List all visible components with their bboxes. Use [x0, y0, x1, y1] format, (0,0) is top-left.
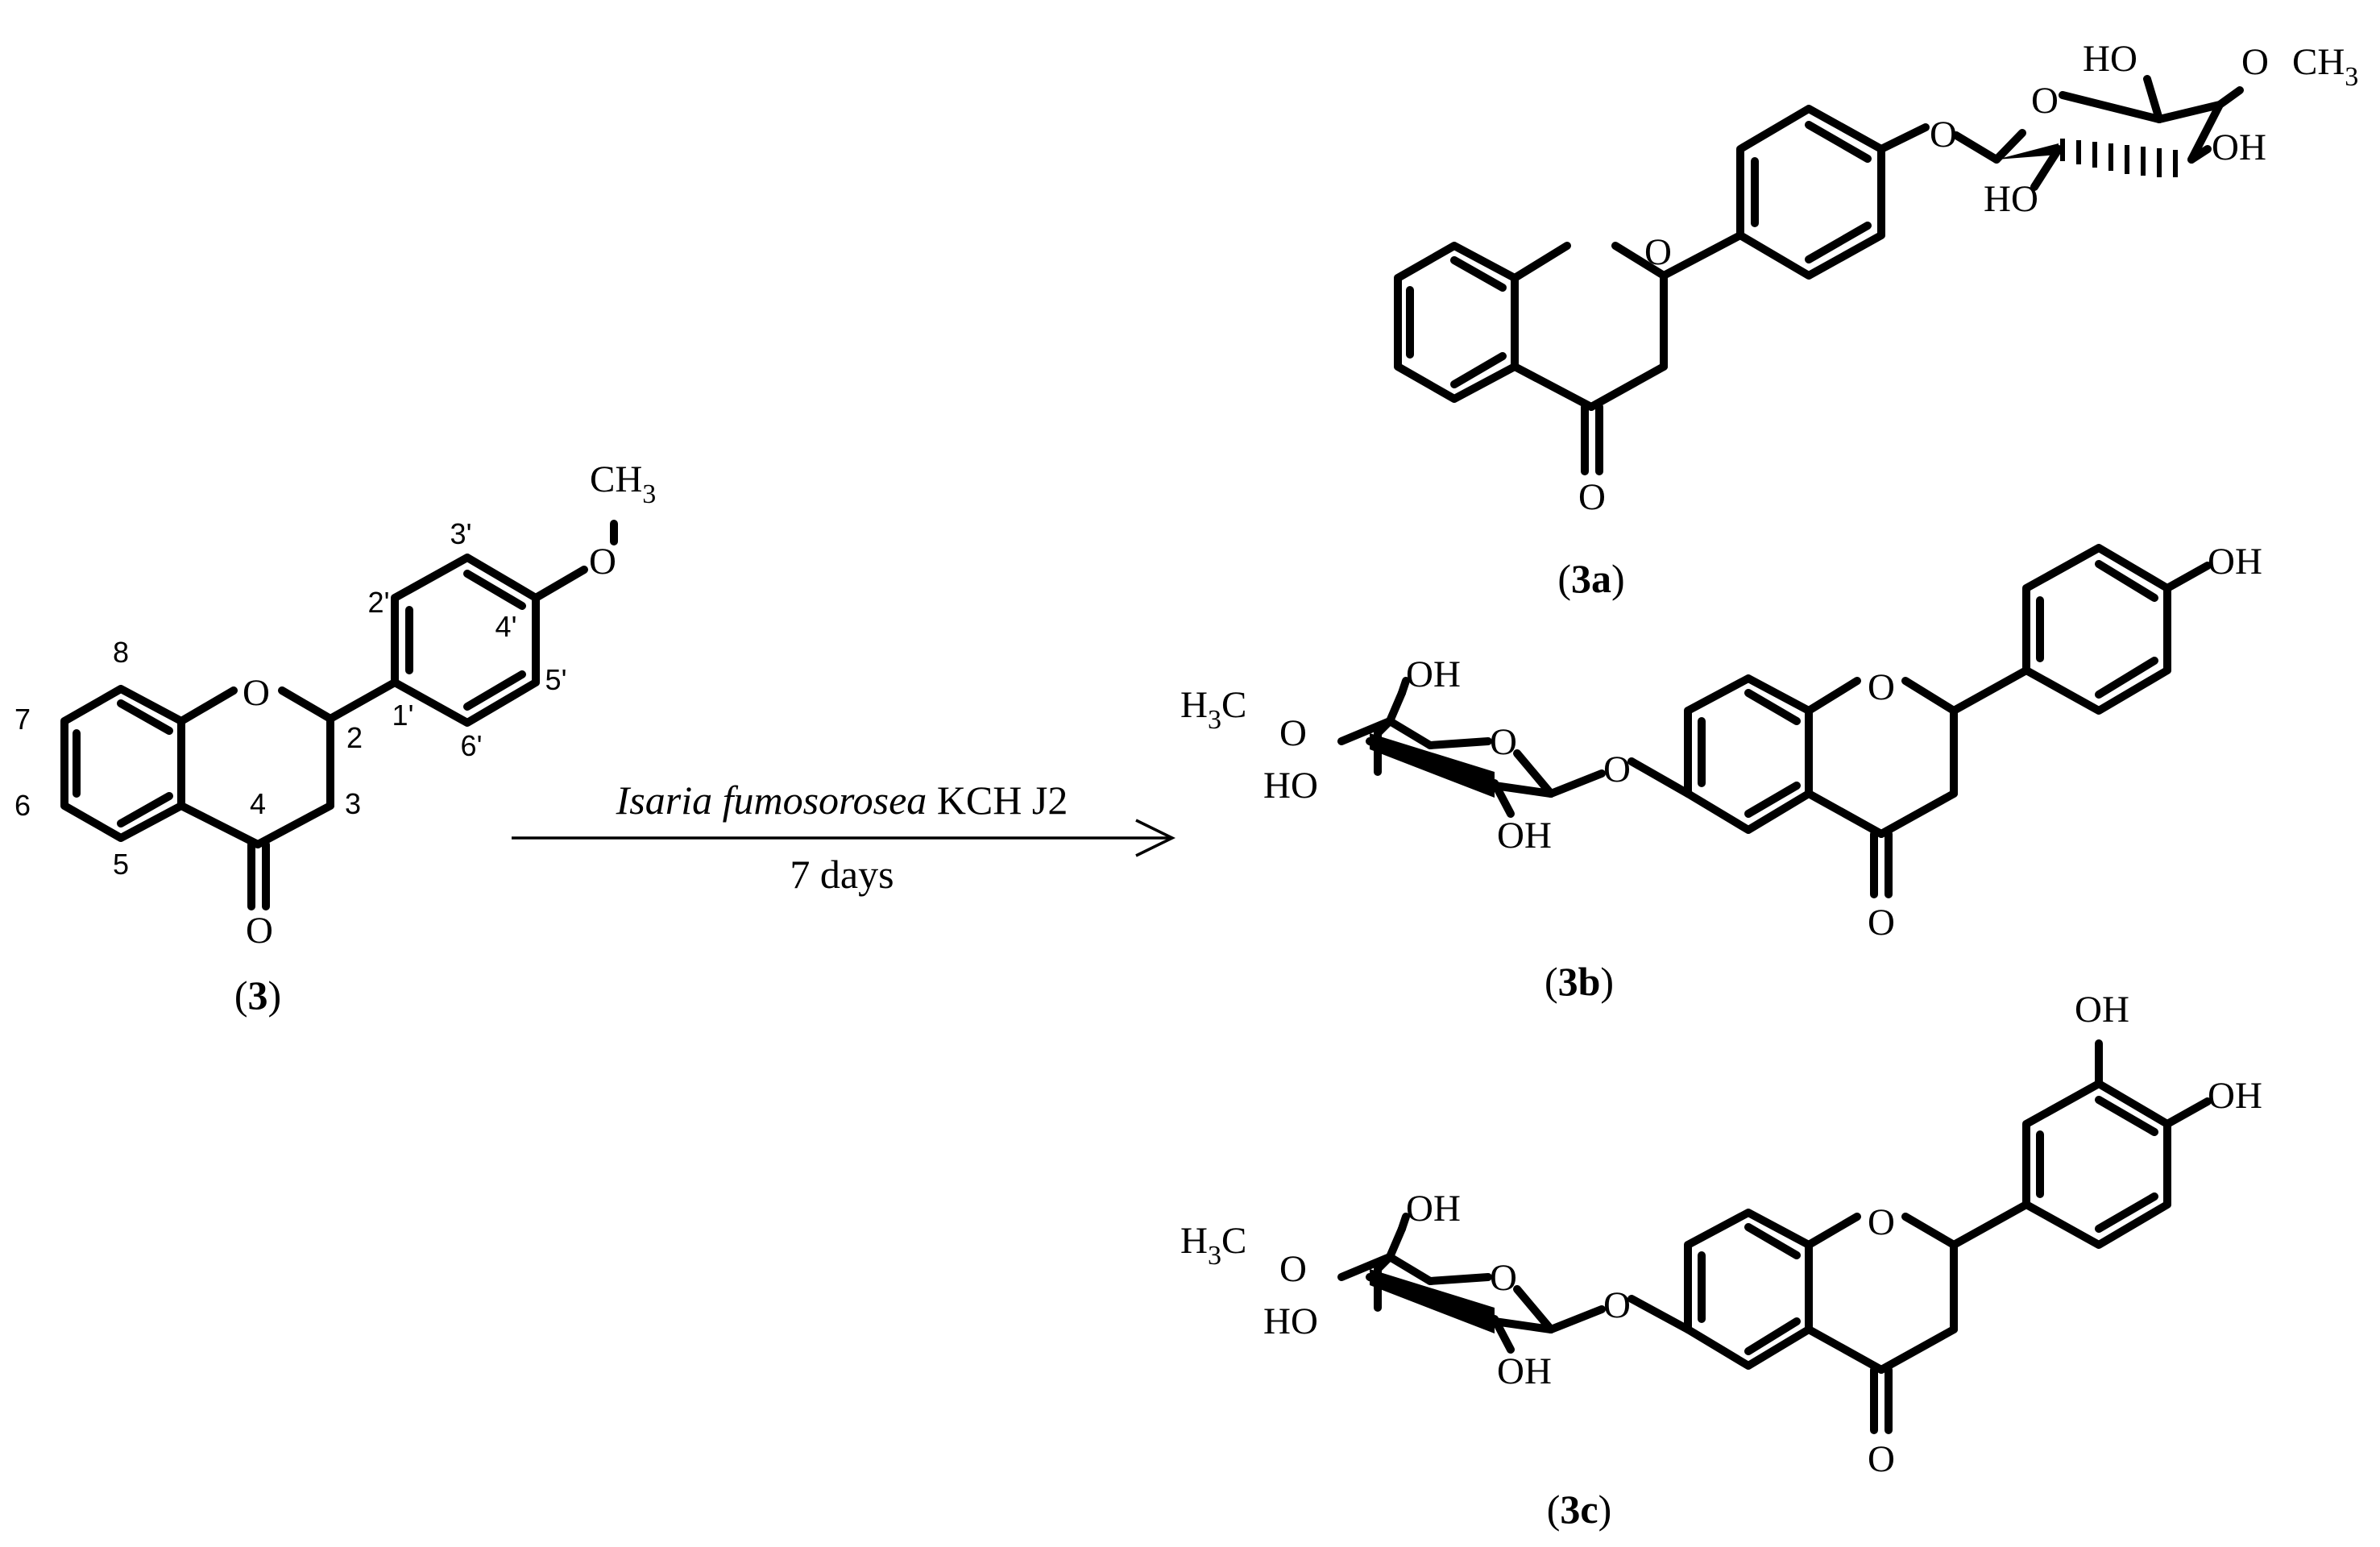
methyl-group-label: H3C [1180, 684, 1246, 735]
reaction-arrow [512, 819, 1175, 857]
reaction-conditions-time: 7 days [790, 852, 894, 897]
reaction-conditions-organism: Isaria fumosorosea KCH J2 [616, 778, 1068, 823]
locant-8: 8 [113, 636, 129, 669]
compound-label-3c: (3c) [1547, 1487, 1612, 1532]
carbonyl-oxygen-atom: O [1868, 902, 1895, 944]
product-structure-3c: O O OH OH O O OH H3C O HO OH [1180, 989, 2262, 1480]
substrate-structure-3: O O O CH3 8 7 6 5 4 3 2 2' 3' 4' 5' 6' 1… [15, 458, 656, 952]
glycosidic-oxygen-atom: O [1603, 749, 1631, 790]
sugar-hydroxyl-label: OH [1497, 1350, 1552, 1392]
locant-4-prime: 4' [495, 610, 517, 643]
locant-1-prime: 1' [392, 699, 414, 732]
locant-6: 6 [15, 789, 31, 822]
methyl-group-label: CH3 [590, 458, 656, 509]
sugar-ring-oxygen-atom: O [1490, 721, 1517, 763]
hydroxymethyl-label: OH [1406, 1188, 1461, 1230]
sugar-hydroxyl-label: OH [1497, 815, 1552, 856]
product-structure-3a: O O O O HO O CH3 OH HO [1394, 38, 2358, 518]
glycosidic-oxygen-atom: O [1603, 1284, 1631, 1326]
glycosidic-oxygen-atom: O [1930, 114, 1957, 156]
locant-5: 5 [113, 848, 129, 881]
aryl-hydroxyl-label: OH [2208, 541, 2262, 583]
sugar-ring-oxygen-atom: O [2031, 80, 2059, 122]
aryl-hydroxyl-label: OH [2208, 1075, 2262, 1117]
locant-3-prime: 3' [450, 517, 472, 550]
sugar-hydroxyl-label: HO [1263, 1300, 1318, 1342]
carbonyl-oxygen-atom: O [246, 910, 273, 952]
locant-7: 7 [15, 703, 31, 736]
hydroxymethyl-label: HO [2083, 38, 2137, 80]
locant-2-prime: 2' [368, 586, 390, 619]
compound-label-3b: (3b) [1545, 959, 1614, 1004]
sugar-hydroxyl-label: OH [2212, 126, 2266, 168]
ring-oxygen-atom: O [1644, 231, 1672, 273]
methoxy-oxygen-atom: O [1279, 712, 1307, 754]
methoxy-oxygen-atom: O [589, 541, 616, 583]
locant-2: 2 [346, 721, 363, 754]
sugar-ring-oxygen-atom: O [1490, 1257, 1517, 1299]
compound-label-3a: (3a) [1557, 556, 1624, 601]
sugar-hydroxyl-label: HO [1263, 765, 1318, 807]
methoxy-oxygen-atom: O [2241, 41, 2269, 83]
sugar-hydroxyl-label: HO [1984, 178, 2038, 220]
product-structure-3b: O O OH O O OH H3C O HO OH [1180, 541, 2262, 944]
methoxy-oxygen-atom: O [1279, 1248, 1307, 1290]
carbonyl-oxygen-atom: O [1868, 1438, 1895, 1480]
locant-4: 4 [250, 787, 266, 820]
ring-oxygen-atom: O [1868, 666, 1895, 708]
ring-oxygen-atom: O [1868, 1201, 1895, 1243]
methyl-group-label: H3C [1180, 1220, 1246, 1271]
locant-6-prime: 6' [461, 729, 483, 762]
carbonyl-oxygen-atom: O [1578, 476, 1606, 518]
methyl-group-label: CH3 [2292, 41, 2358, 92]
locant-3: 3 [345, 787, 361, 820]
locant-5-prime: 5' [545, 663, 567, 696]
hydroxymethyl-label: OH [1406, 653, 1461, 695]
aryl-hydroxyl-label: OH [2075, 989, 2129, 1031]
compound-label-3: (3) [234, 973, 281, 1018]
ring-oxygen-atom: O [243, 672, 270, 714]
